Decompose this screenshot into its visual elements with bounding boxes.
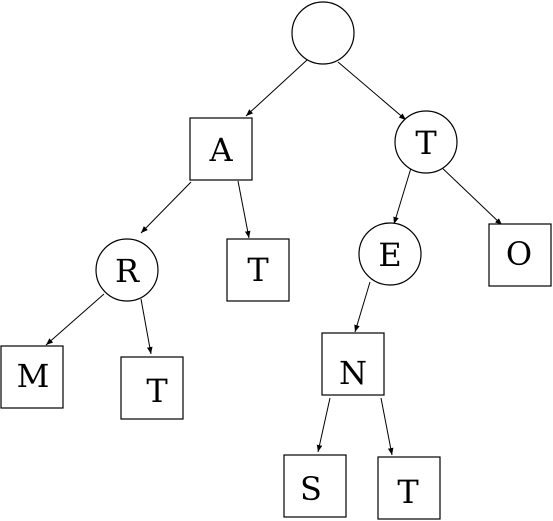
- root-node: [291, 1, 355, 65]
- edge-root-a: [245, 59, 308, 117]
- node-t2: T: [226, 238, 290, 302]
- edge-r-t3: [140, 298, 153, 355]
- node-t4-label: T: [397, 473, 419, 511]
- edges: [45, 59, 503, 456]
- node-o-label: O: [506, 235, 532, 273]
- node-n-label: N: [339, 354, 367, 392]
- node-s-label: S: [300, 470, 322, 508]
- node-n: N: [321, 332, 385, 396]
- node-r: R: [95, 238, 159, 302]
- edge-r-m: [45, 293, 105, 346]
- edge-e-n: [354, 281, 371, 333]
- node-m: M: [0, 345, 64, 409]
- node-t3: T: [120, 356, 184, 420]
- node-s: S: [283, 454, 347, 518]
- node-e: E: [358, 222, 422, 286]
- edge-n-s: [316, 397, 331, 453]
- edge-root-t1: [337, 61, 407, 121]
- edge-a-t2: [237, 180, 251, 239]
- node-r-label: R: [115, 252, 140, 290]
- node-t3-label: T: [146, 372, 168, 410]
- edge-n-t4: [380, 397, 394, 456]
- node-a-label: A: [208, 131, 233, 169]
- node-o: O: [488, 223, 552, 287]
- node-m-label: M: [17, 357, 50, 395]
- edge-t1-e: [393, 167, 412, 225]
- node-t4: T: [377, 456, 441, 520]
- edge-a-r: [140, 181, 192, 234]
- node-t1: T: [394, 110, 458, 174]
- node-e-label: E: [378, 236, 401, 274]
- node-t1-label: T: [415, 124, 437, 162]
- edge-t1-o: [437, 163, 503, 226]
- node-t2-label: T: [247, 251, 269, 289]
- node-a: A: [189, 117, 253, 181]
